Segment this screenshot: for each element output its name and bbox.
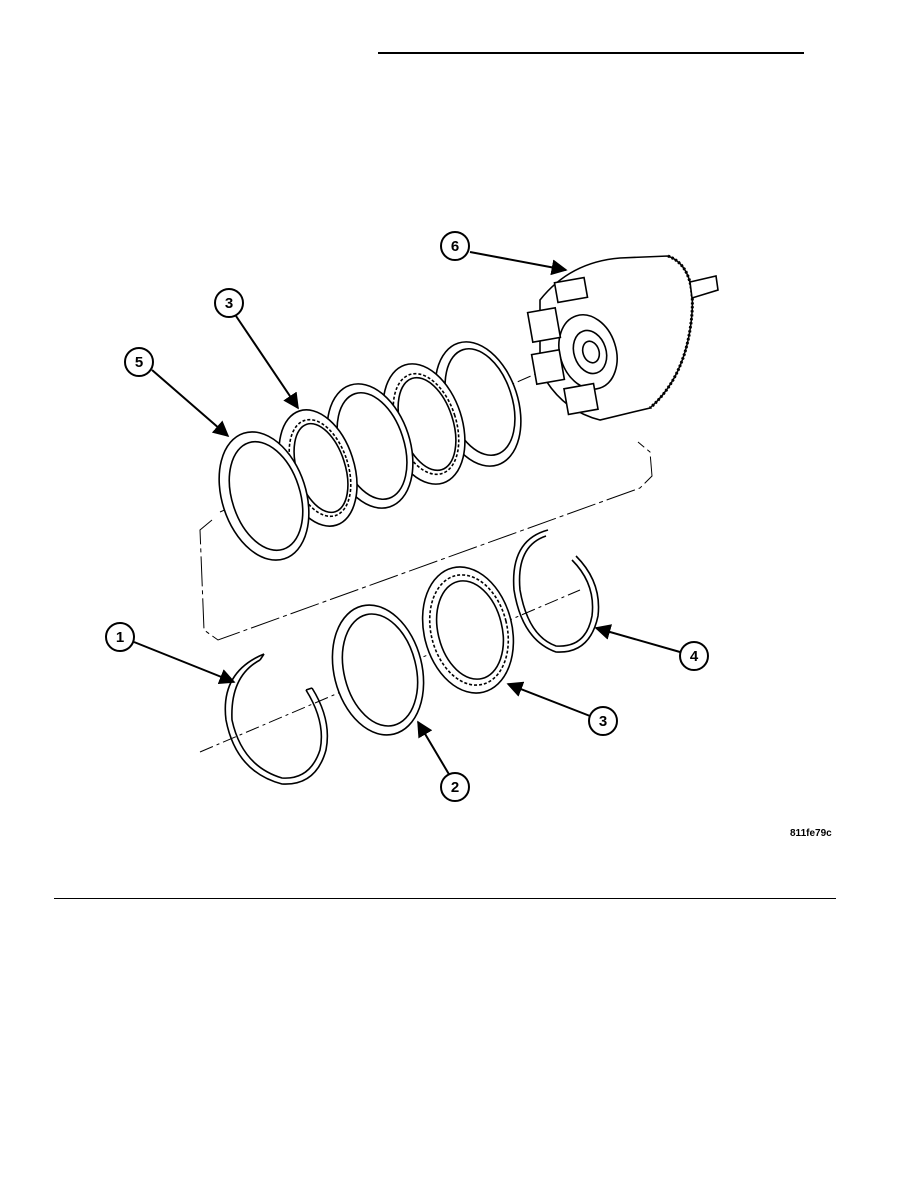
callout-leaders bbox=[133, 251, 681, 777]
callout-3b: 3 bbox=[588, 706, 618, 736]
upper-clutch-pack bbox=[218, 341, 522, 561]
svg-text:5: 5 bbox=[135, 354, 143, 371]
snap-ring-1 bbox=[224, 653, 329, 785]
svg-text:2: 2 bbox=[451, 779, 459, 796]
callout-1: 1 bbox=[105, 622, 135, 652]
leader-3b bbox=[506, 681, 591, 717]
leader-5 bbox=[151, 369, 230, 438]
leader-4 bbox=[594, 624, 681, 653]
svg-text:1: 1 bbox=[116, 629, 124, 646]
leader-3a bbox=[235, 315, 299, 410]
friction-disc-3 bbox=[421, 566, 515, 694]
callout-3a: 3 bbox=[214, 288, 244, 318]
leader-1 bbox=[133, 641, 236, 685]
svg-text:6: 6 bbox=[451, 238, 459, 255]
clutch-retainer-hub bbox=[526, 254, 719, 421]
group-bracket bbox=[199, 441, 653, 641]
figure-code: 811fe79c bbox=[790, 828, 832, 839]
leader-2 bbox=[417, 720, 451, 777]
callout-4: 4 bbox=[679, 641, 709, 671]
svg-text:4: 4 bbox=[690, 648, 699, 665]
bottom-rule bbox=[54, 898, 836, 899]
top-rule bbox=[378, 52, 804, 54]
callout-6: 6 bbox=[440, 231, 470, 261]
reaction-plate-2 bbox=[331, 604, 425, 736]
svg-text:3: 3 bbox=[599, 713, 607, 730]
leader-6 bbox=[469, 251, 568, 276]
upper-plate-1 bbox=[218, 431, 310, 561]
svg-text:3: 3 bbox=[225, 295, 233, 312]
callout-2: 2 bbox=[440, 772, 470, 802]
snap-ring-4 bbox=[512, 529, 600, 653]
callout-5: 5 bbox=[124, 347, 154, 377]
